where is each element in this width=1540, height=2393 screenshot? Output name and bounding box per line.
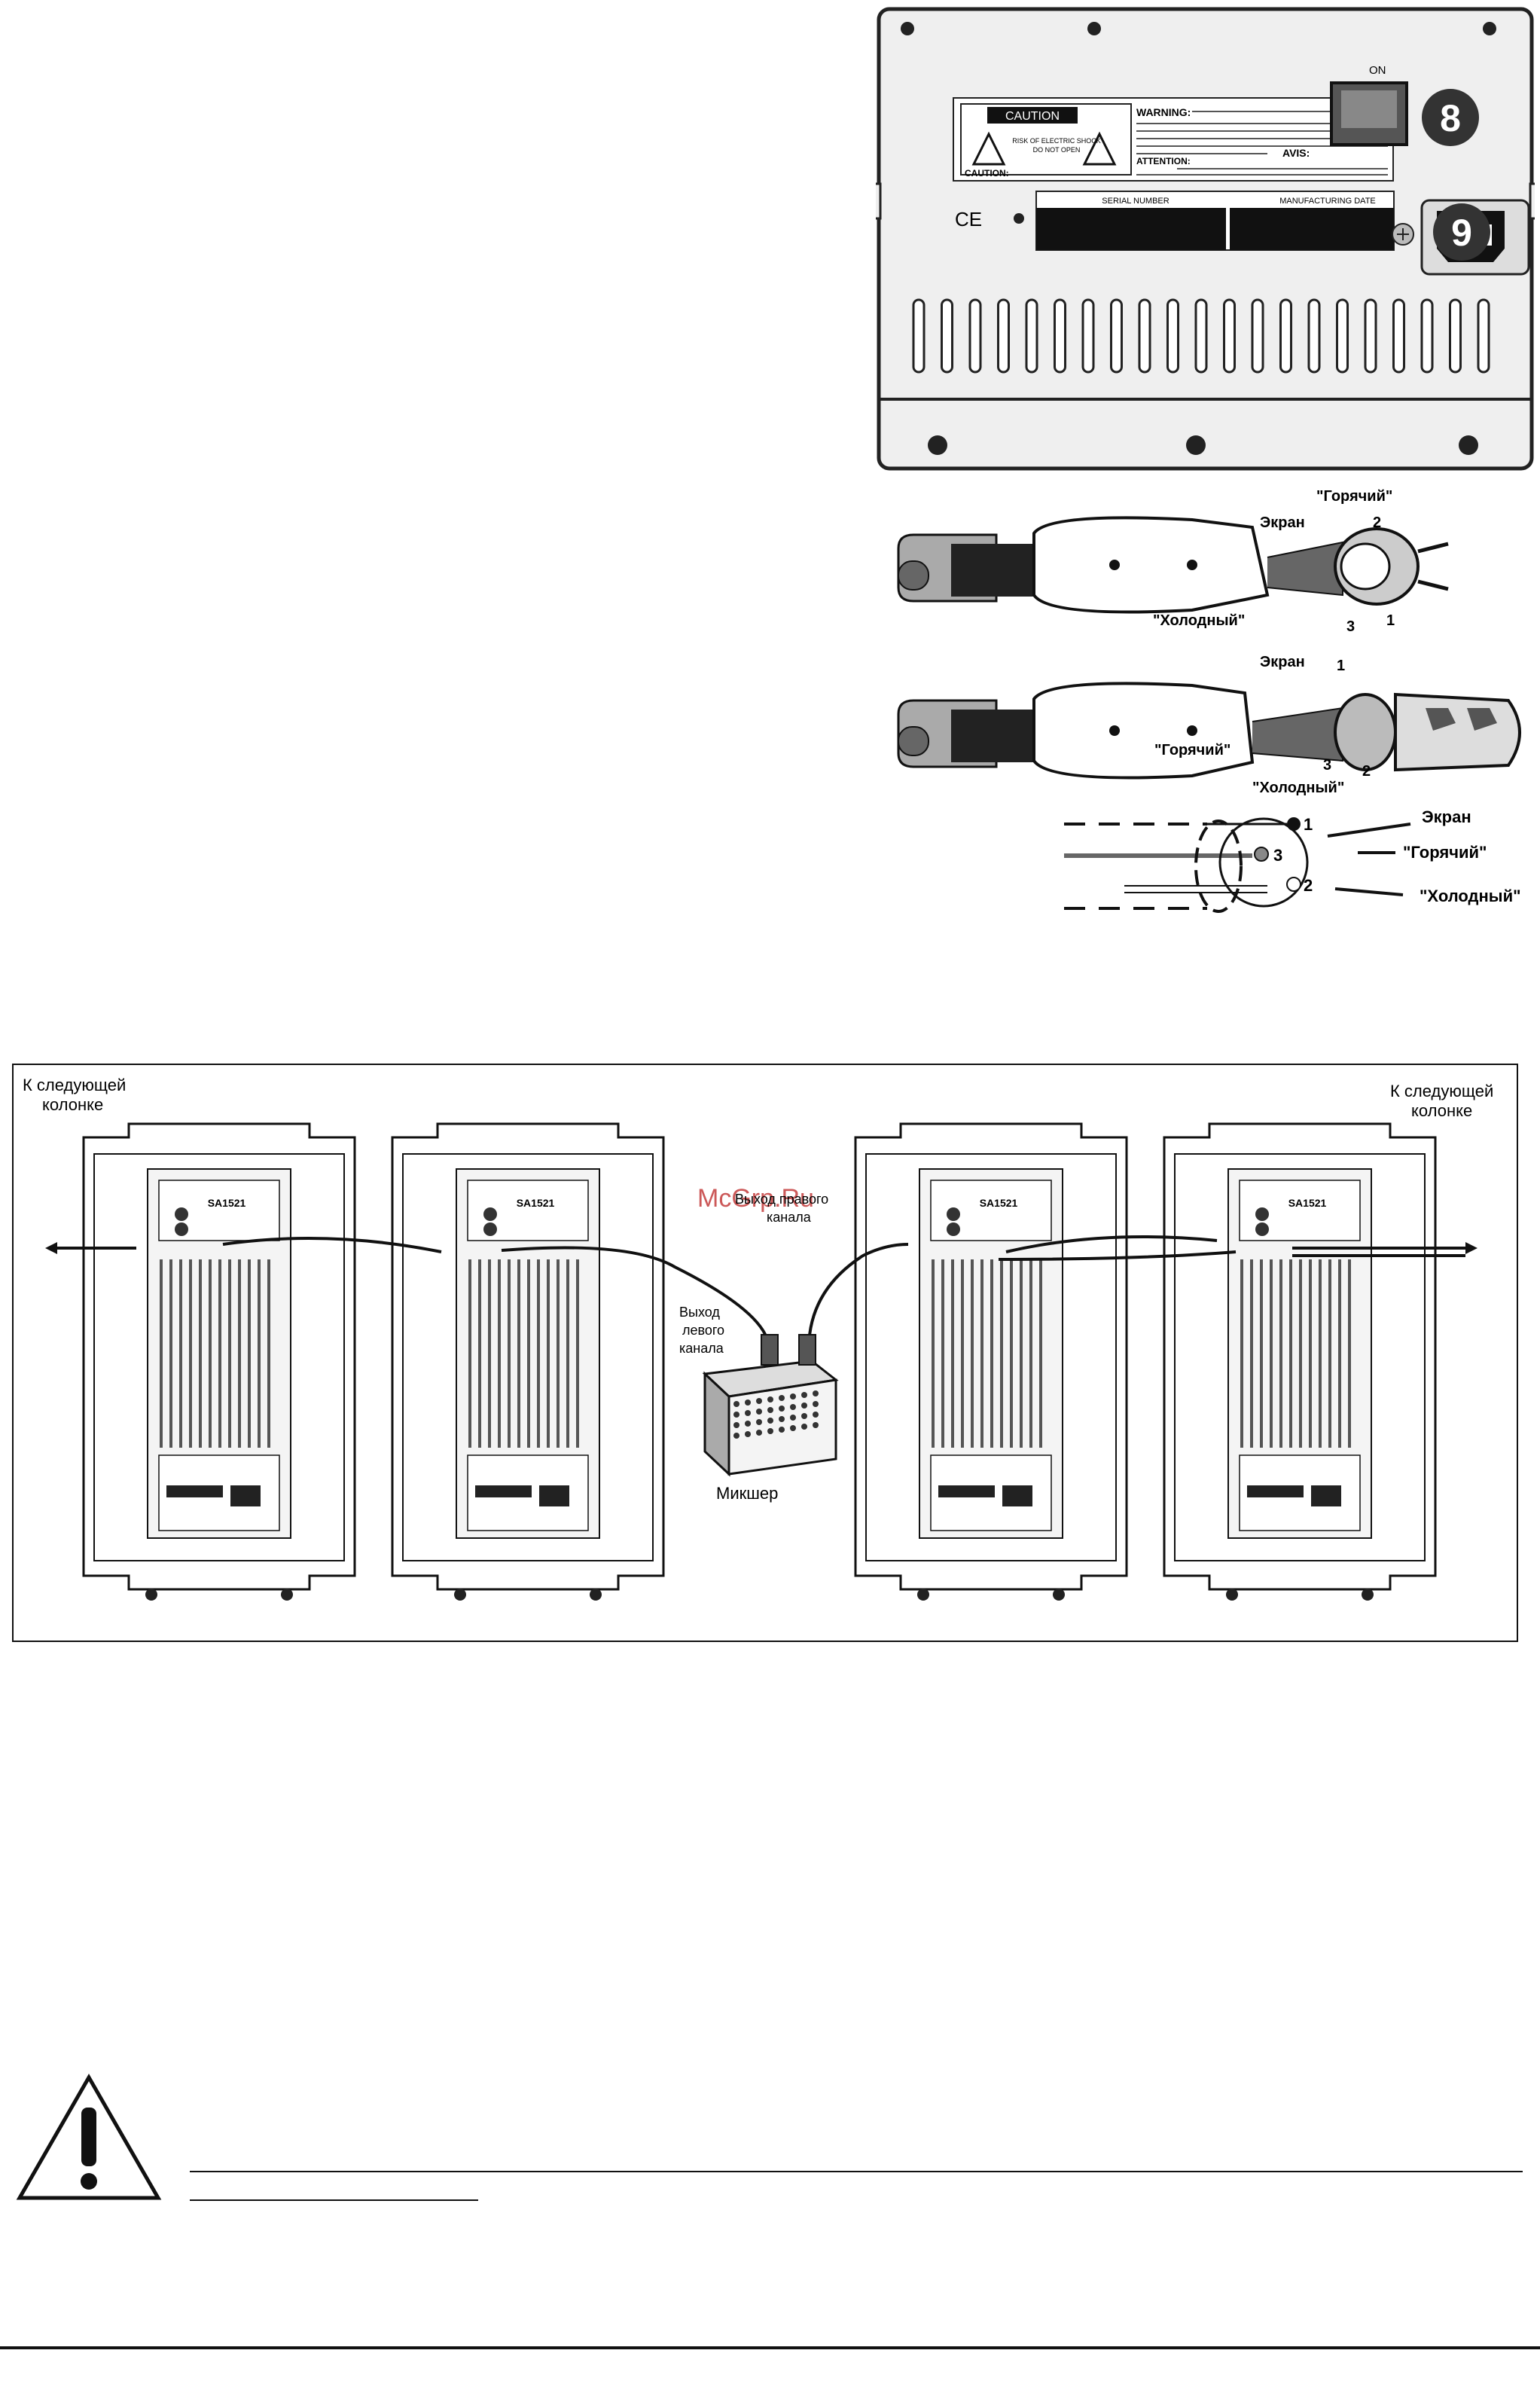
ventilation-slots xyxy=(912,298,1490,374)
svg-text:"Холодный": "Холодный" xyxy=(1153,612,1245,629)
svg-text:2: 2 xyxy=(1373,514,1381,531)
svg-text:RISK OF ELECTRIC SHOCK: RISK OF ELECTRIC SHOCK xyxy=(1012,137,1101,145)
model-label: SA1521 xyxy=(208,1197,246,1209)
svg-text:1: 1 xyxy=(1304,815,1313,834)
speaker-cabinet: SA1521 xyxy=(854,1122,1128,1601)
speaker-cabinet: SA1521 xyxy=(391,1122,665,1601)
svg-text:"Горячий": "Горячий" xyxy=(1403,843,1487,862)
arrow-right-icon xyxy=(1465,1242,1477,1254)
callout-9 xyxy=(1433,203,1490,261)
svg-text:Экран: Экран xyxy=(1260,514,1305,531)
shock-warning-icon xyxy=(971,131,1006,166)
svg-text:левого: левого xyxy=(682,1323,724,1338)
audio-cables xyxy=(57,1235,1465,1347)
svg-text:8: 8 xyxy=(1440,97,1461,139)
left-output-label: Выход xyxy=(679,1305,720,1320)
arrow-left-icon xyxy=(45,1242,57,1254)
svg-text:Экран: Экран xyxy=(1260,654,1305,670)
svg-text:канала: канала xyxy=(767,1210,812,1225)
svg-text:3: 3 xyxy=(1323,757,1331,774)
mixer-label: Микшер xyxy=(716,1484,778,1503)
svg-text:2: 2 xyxy=(1304,876,1313,895)
model-label: SA1521 xyxy=(517,1197,555,1209)
exclamation-warning-icon xyxy=(1082,131,1117,166)
next-speaker-left-label: К следующей xyxy=(23,1076,126,1094)
svg-text:1: 1 xyxy=(1337,658,1345,674)
caution-label: CAUTION RISK OF ELECTRIC SHOCK DO NOT OP… xyxy=(953,97,1394,182)
warning-icon xyxy=(16,2073,162,2200)
watermark: McGrp.Ru xyxy=(697,1184,814,1213)
svg-text:канала: канала xyxy=(679,1341,724,1356)
caution-title: CAUTION xyxy=(1005,110,1060,123)
xlr-wiring-diagram: "Горячий" Экран 2 3 1 "Холодный" Экран 1… xyxy=(897,488,1521,913)
svg-text:AVIS:: AVIS: xyxy=(1282,147,1310,159)
svg-text:3: 3 xyxy=(1273,846,1282,865)
speaker-connection-diagram: SA1521 SA1521 SA1521 SA1521 К следующей кол… xyxy=(12,1064,1518,1642)
svg-text:2: 2 xyxy=(1362,763,1371,780)
svg-text:1: 1 xyxy=(1386,612,1395,629)
svg-text:Экран: Экран xyxy=(1422,807,1471,826)
speaker-cabinet: SA1521 xyxy=(82,1122,356,1601)
xlr-male-connector xyxy=(897,516,1449,614)
svg-text:SERIAL NUMBER: SERIAL NUMBER xyxy=(1102,197,1169,206)
switch-on-label: ON xyxy=(1369,64,1386,77)
svg-text:CAUTION:: CAUTION: xyxy=(965,168,1009,179)
svg-text:9: 9 xyxy=(1451,212,1472,254)
svg-text:"Холодный": "Холодный" xyxy=(1420,887,1521,905)
svg-text:колонке: колонке xyxy=(1411,1101,1472,1120)
callout-8 xyxy=(1422,89,1479,146)
svg-text:ATTENTION:: ATTENTION: xyxy=(1136,156,1191,166)
svg-text:MANUFACTURING DATE: MANUFACTURING DATE xyxy=(1279,197,1376,206)
svg-text:"Горячий": "Горячий" xyxy=(1316,488,1392,505)
model-label: SA1521 xyxy=(980,1197,1018,1209)
svg-text:колонке: колонке xyxy=(42,1095,103,1114)
mixer-illustration xyxy=(702,1334,839,1477)
next-speaker-right-label: К следующей xyxy=(1390,1082,1493,1100)
model-label: SA1521 xyxy=(1288,1197,1327,1209)
speaker-cabinet: SA1521 xyxy=(1163,1122,1437,1601)
svg-text:DO NOT OPEN: DO NOT OPEN xyxy=(1033,146,1081,154)
ce-mark: CE xyxy=(955,208,982,230)
svg-text:3: 3 xyxy=(1346,618,1355,635)
svg-text:"Горячий": "Горячий" xyxy=(1154,742,1230,758)
warning-underline-short xyxy=(190,2199,478,2201)
footer-rule xyxy=(0,2346,1540,2349)
xlr-pin-schematic xyxy=(1064,817,1411,913)
xlr-female-connector xyxy=(897,682,1521,780)
svg-text:WARNING:: WARNING: xyxy=(1136,106,1191,118)
svg-text:"Холодный": "Холодный" xyxy=(1252,780,1344,796)
right-output-label: Выход правого xyxy=(735,1192,828,1207)
warning-underline xyxy=(190,2171,1523,2172)
rear-panel-illustration: CAUTION RISK OF ELECTRIC SHOCK DO NOT OP… xyxy=(876,7,1535,471)
screw-icon xyxy=(901,22,1496,455)
